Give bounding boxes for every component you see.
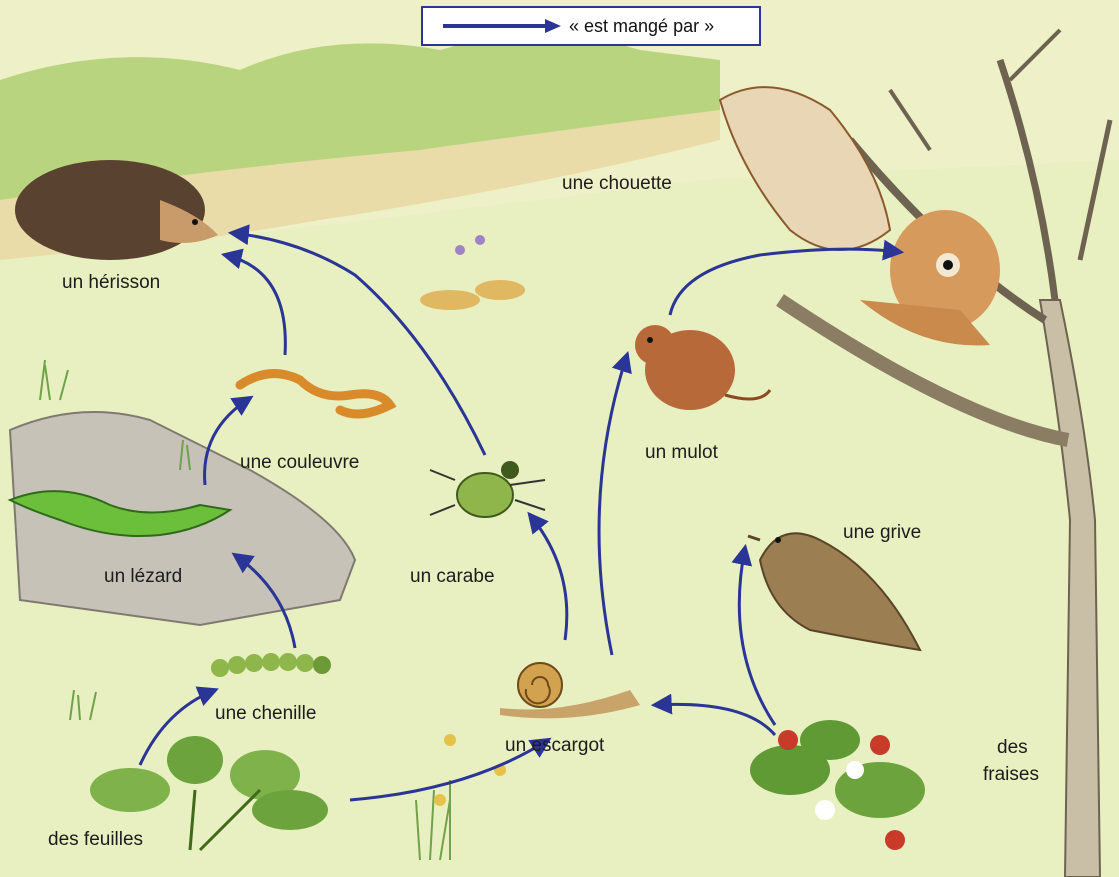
label-fraises-line2: fraises — [983, 764, 1039, 786]
label-lezard: un lézard — [104, 566, 182, 588]
legend-text: « est mangé par » — [569, 16, 714, 37]
legend-arrow-icon — [443, 16, 563, 36]
label-escargot: un escargot — [505, 735, 604, 757]
label-mulot: un mulot — [645, 442, 718, 464]
label-feuilles: des feuilles — [48, 829, 143, 851]
label-chenille: une chenille — [215, 703, 316, 725]
label-carabe: un carabe — [410, 566, 495, 588]
legend-box: « est mangé par » — [421, 6, 761, 46]
label-couleuvre: une couleuvre — [240, 452, 359, 474]
label-grive: une grive — [843, 522, 921, 544]
label-herisson: un hérisson — [62, 272, 160, 294]
label-chouette: une chouette — [562, 173, 672, 195]
label-fraises-line1: des — [997, 737, 1028, 759]
